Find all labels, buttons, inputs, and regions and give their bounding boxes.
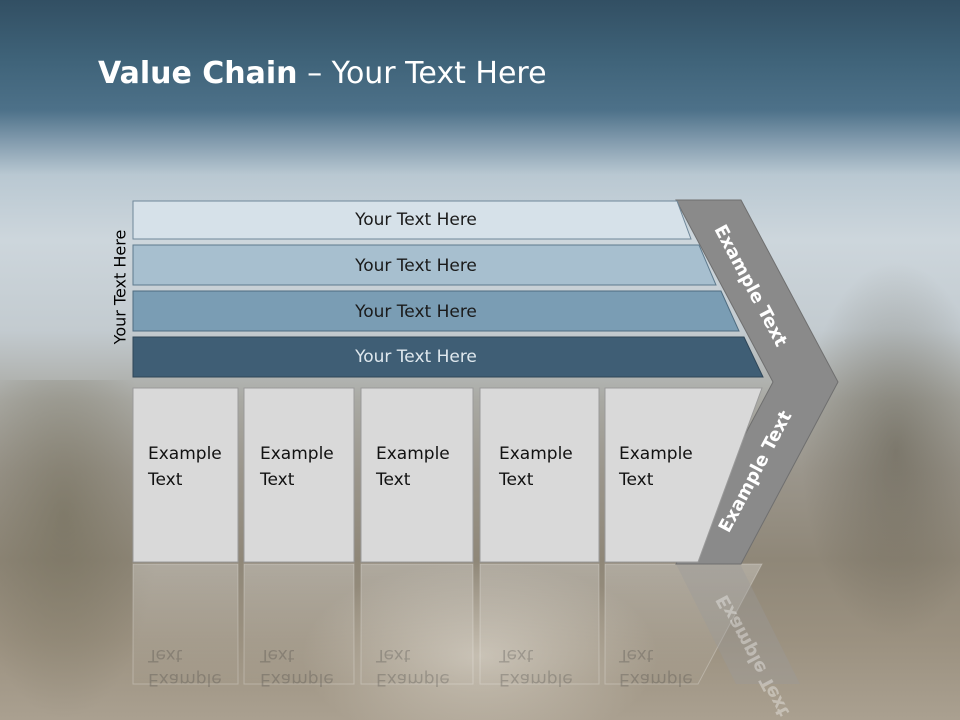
diagram-reflection: Text Text Text Text Text Example Example… xyxy=(132,563,800,720)
column-3 xyxy=(360,387,474,563)
reflection-column-2 xyxy=(243,563,355,685)
column-4-line1: Example xyxy=(499,444,573,464)
slide-title: Value Chain – Your Text Here xyxy=(98,52,547,96)
bar-1 xyxy=(132,200,692,240)
column-1 xyxy=(132,387,239,563)
bar-1-label: Your Text Here xyxy=(354,210,477,230)
side-label: Your Text Here xyxy=(111,230,130,346)
column-2 xyxy=(243,387,355,563)
bar-4-label: Your Text Here xyxy=(354,347,477,367)
column-5-line1: Example xyxy=(619,444,693,464)
reflection-text-4: Text xyxy=(498,645,534,665)
reflection-text-3: Text xyxy=(375,645,411,665)
reflection-text-2: Text xyxy=(259,645,295,665)
column-5-line2: Text xyxy=(618,470,654,490)
column-1-line2: Text xyxy=(147,470,183,490)
reflection-text-8: Example xyxy=(376,669,450,689)
reflection-column-4 xyxy=(479,563,600,685)
column-2-line1: Example xyxy=(260,444,334,464)
bar-3-label: Your Text Here xyxy=(354,302,477,322)
reflection-column-3 xyxy=(360,563,474,685)
title-rest-part: – Your Text Here xyxy=(307,56,547,91)
chevron-arrow xyxy=(675,199,839,565)
column-5 xyxy=(604,387,763,563)
column-4 xyxy=(479,387,600,563)
column-1-line1: Example xyxy=(148,444,222,464)
reflection-text-6: Example xyxy=(148,669,222,689)
column-3-line1: Example xyxy=(376,444,450,464)
reflection-text-5: Text xyxy=(618,645,654,665)
column-3-line2: Text xyxy=(375,470,411,490)
reflection-text-9: Example xyxy=(499,669,573,689)
bar-4 xyxy=(132,336,764,378)
reflection-text-7: Example xyxy=(260,669,334,689)
column-4-line2: Text xyxy=(498,470,534,490)
column-2-line2: Text xyxy=(259,470,295,490)
bar-3 xyxy=(132,290,740,332)
reflection-text-1: Text xyxy=(147,645,183,665)
background-shrubs-right xyxy=(800,260,960,640)
bar-2 xyxy=(132,244,717,286)
reflection-column-1 xyxy=(132,563,239,685)
reflection-arrow xyxy=(676,564,800,684)
title-bold-part: Value Chain xyxy=(98,56,298,91)
bar-2-label: Your Text Here xyxy=(354,256,477,276)
reflection-text-10: Example xyxy=(619,669,693,689)
